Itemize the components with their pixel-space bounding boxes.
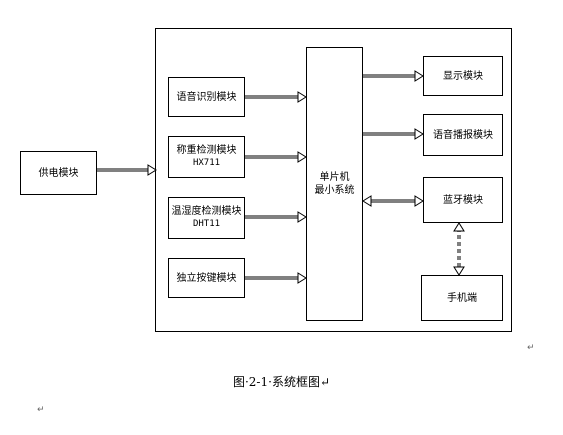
voice-recognition-block: 语音识别模块 (168, 77, 245, 117)
mcu-block: 单片机 最小系统 (306, 47, 363, 321)
weighing-chip-label: HX711 (192, 158, 221, 168)
figure-caption: 图·2-1·系统框图↵ (232, 375, 330, 389)
paragraph-mark: ↵ (527, 343, 535, 353)
system-frame (155, 28, 512, 332)
display-block: 显示模块 (423, 56, 503, 96)
voice-playback-label: 语音播报模块 (433, 129, 493, 141)
display-label: 显示模块 (443, 70, 483, 82)
power-supply-block: 供电模块 (20, 151, 97, 195)
weighing-label: 称重检测模块 (176, 145, 237, 156)
voice-playback-block: 语音播报模块 (423, 114, 503, 156)
voice-recognition-label: 语音识别模块 (176, 91, 237, 103)
wireless-link-bluetooth-phone (453, 222, 465, 276)
temp-humidity-label: 温湿度检测模块 (171, 206, 242, 217)
mcu-label-line2: 最小系统 (314, 185, 355, 196)
mcu-label-line1: 单片机 (319, 172, 350, 183)
temp-humidity-block: 温湿度检测模块 DHT11 (168, 197, 245, 239)
power-supply-label: 供电模块 (38, 167, 79, 179)
button-block: 独立按键模块 (168, 258, 245, 298)
phone-block: 手机端 (421, 275, 503, 321)
weighing-block: 称重检测模块 HX711 (168, 136, 245, 178)
paragraph-mark: ↵ (37, 405, 45, 415)
button-label: 独立按键模块 (176, 272, 237, 284)
temp-humidity-chip-label: DHT11 (192, 219, 221, 229)
bluetooth-block: 蓝牙模块 (423, 177, 503, 223)
bluetooth-label: 蓝牙模块 (443, 194, 483, 206)
phone-label: 手机端 (447, 292, 477, 304)
